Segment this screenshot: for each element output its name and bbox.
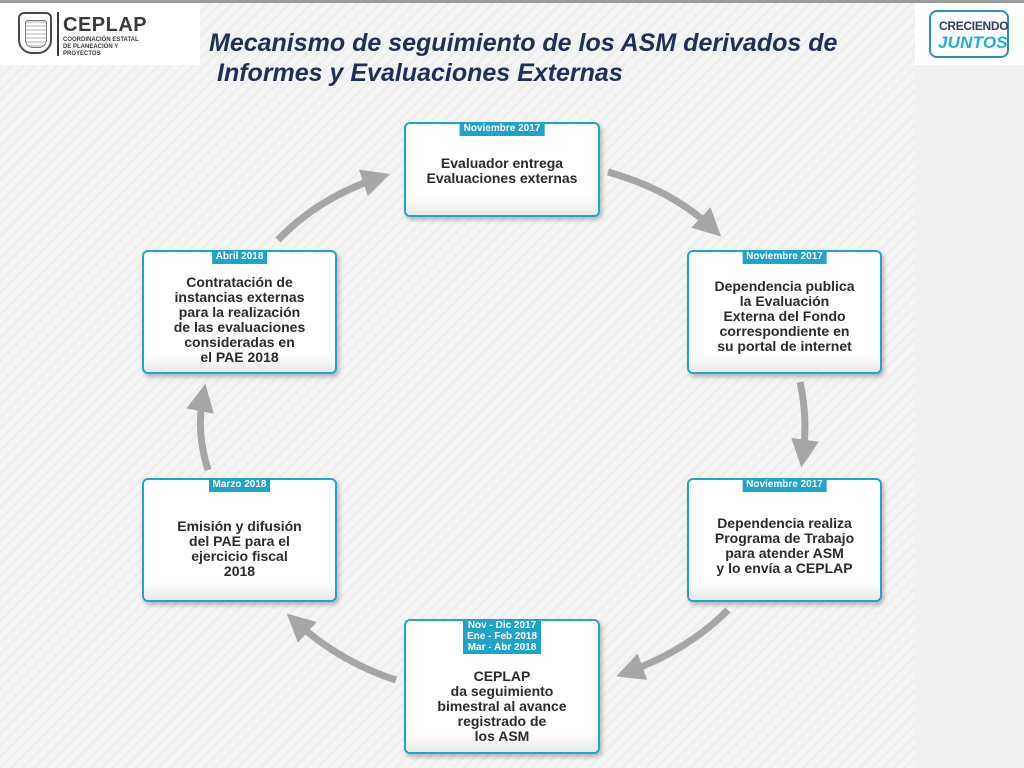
step-text: Evaluador entrega Evaluaciones externas [406,156,598,186]
step-text: Emisión y difusión del PAE para el ejerc… [144,519,335,579]
step-text-line: Programa de Trabajo [714,530,855,546]
step-text-line: consideradas en [184,334,295,350]
step-text-line: y lo envía a CEPLAP [716,560,853,576]
step-text-line: Emisión y difusión [177,518,302,534]
arrow-5-to-6 [186,383,214,472]
right-band [915,0,1024,768]
arrow-2-to-3 [791,381,819,468]
page-title: Mecanismo de seguimiento de los ASM deri… [209,28,889,88]
date-tab-line: Nov - Dic 2017 [467,620,537,631]
logo-text-top: CRECIENDO [939,19,1009,33]
step-text: Dependencia publica la Evaluación Extern… [689,279,880,354]
step-text-line: para la realización [178,304,301,320]
date-tab-line: Mar - Abr 2018 [467,642,537,653]
arrow-1-to-2 [607,168,722,237]
date-tab: Noviembre 2017 [742,250,827,264]
arrow-3-to-4 [616,607,731,680]
step-text-line: el PAE 2018 [200,349,279,365]
logo-divider [57,12,59,56]
date-tab: Marzo 2018 [208,478,271,492]
step-text-line: la Evaluación [739,293,830,309]
step-ceplap-seguimiento: Nov - Dic 2017 Ene - Feb 2018 Mar - Abr … [404,619,600,754]
step-text-line: registrado de [457,713,547,729]
step-text-line: correspondiente en [719,323,850,339]
step-text-line: instancias externas [174,289,305,305]
title-line-2: Informes y Evaluaciones Externas [217,59,623,87]
creciendo-juntos-logo: CRECIENDO JUNTOS [929,10,1009,58]
date-tab-line: Ene - Feb 2018 [466,631,538,642]
arrow-6-to-1 [275,169,390,243]
step-text-line: del PAE para el [189,533,290,549]
step-text-line: CEPLAP [473,668,531,684]
coat-of-arms-icon [18,12,52,54]
title-line-1: Mecanismo de seguimiento de los ASM deri… [209,29,838,57]
step-text: Dependencia realiza Programa de Trabajo … [689,516,880,576]
step-text-line: bimestral al avance [437,698,567,714]
date-tab: Abril 2018 [211,250,268,264]
arrow-4-to-5 [286,613,398,684]
step-text-line: Evaluaciones externas [426,170,578,186]
step-text-line: Evaluador entrega [440,155,564,171]
logo-text-bottom: JUNTOS [938,33,1008,52]
step-text-line: Dependencia publica [714,278,855,294]
ceplap-logo-name: CEPLAP [63,14,148,36]
step-text-line: ejercicio fiscal [191,548,288,564]
step-text-line: los ASM [474,728,530,744]
step-text-line: Externa del Fondo [723,308,846,324]
date-tab: Noviembre 2017 [459,122,545,136]
step-contratacion: Abril 2018 Contratación de instancias ex… [142,250,337,374]
step-dependencia-publica: Noviembre 2017 Dependencia publica la Ev… [687,250,882,374]
step-evaluador-entrega: Noviembre 2017 Evaluador entrega Evaluac… [404,122,600,217]
step-text-line: Contratación de [186,274,293,290]
step-dependencia-realiza: Noviembre 2017 Dependencia realiza Progr… [687,478,882,602]
step-text-line: para atender ASM [725,545,844,561]
step-text-line: da seguimiento [450,683,554,699]
ceplap-logo-subtitle: COORDINACIÓN ESTATAL DE PLANEACIÓN Y PRO… [63,37,139,57]
step-text-line: de las evaluaciones [173,319,306,335]
step-text: CEPLAP da seguimiento bimestral al avanc… [406,669,598,744]
top-border [0,0,1024,3]
step-text-line: Dependencia realiza [717,515,852,531]
step-emision-pae: Marzo 2018 Emisión y difusión del PAE pa… [142,478,337,602]
step-text-line: su portal de internet [717,338,852,354]
step-text-line: 2018 [223,563,256,579]
date-tab: Noviembre 2017 [742,478,827,492]
step-text: Contratación de instancias externas para… [144,275,335,365]
date-tab: Nov - Dic 2017 Ene - Feb 2018 Mar - Abr … [462,619,542,654]
